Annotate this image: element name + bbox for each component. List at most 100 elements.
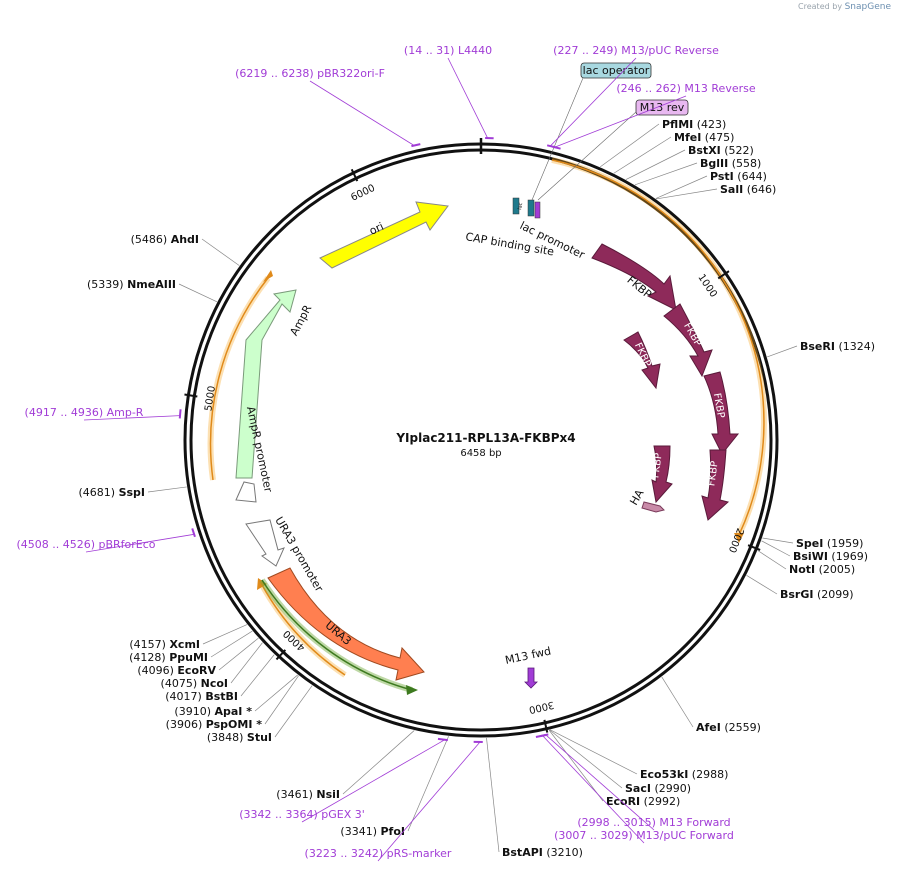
m13-rev-mark	[534, 201, 541, 219]
tick-label: 3000	[528, 699, 555, 715]
enzyme-leader	[762, 537, 794, 544]
enzyme-leader	[613, 136, 672, 174]
enzyme-label[interactable]: BseRI (1324)	[800, 340, 875, 353]
enzyme-label[interactable]: (3910) ApaI *	[174, 705, 252, 718]
tick-label: 5000	[203, 385, 218, 412]
tick-mark	[275, 649, 287, 661]
fkbp-arrow-6[interactable]	[651, 445, 673, 504]
lac-operator-box-label: lac operator	[583, 64, 650, 77]
enzyme-leader	[178, 283, 218, 303]
snapgene-logo-text: SnapGene	[844, 2, 891, 12]
enzyme-label[interactable]: SpeI (1959)	[796, 537, 863, 550]
tick-mark	[543, 719, 549, 733]
enzyme-leader	[407, 736, 449, 832]
fkbp-text-5: FKBP	[632, 341, 653, 368]
ampr-promoter-arrow[interactable]	[235, 481, 257, 503]
enzyme-leader	[201, 238, 240, 266]
lac-promoter-mark-text: lac	[517, 202, 524, 210]
m13-fwd-mark[interactable]	[524, 667, 538, 689]
primer-leader	[309, 80, 415, 146]
enzyme-labels: PflMI (423)MfeI (475)BstXI (522)BglII (5…	[78, 118, 875, 859]
enzyme-leader	[656, 188, 718, 200]
enzyme-label[interactable]: SalI (646)	[720, 183, 776, 196]
ura3-promoter-arrow[interactable]	[245, 519, 285, 567]
ori-arrow[interactable]	[319, 201, 449, 269]
enzyme-label[interactable]: BstAPI (3210)	[502, 846, 583, 859]
enzyme-label[interactable]: (3341) PfoI	[340, 825, 405, 838]
fkbp-arrow-3[interactable]	[703, 371, 740, 455]
enzyme-label[interactable]: SacI (2990)	[625, 782, 691, 795]
insert-arc	[551, 159, 765, 536]
primer-mark	[552, 145, 561, 150]
enzyme-label[interactable]: (4075) NcoI	[161, 677, 228, 690]
lac-operator-mark	[527, 199, 535, 217]
primer-label[interactable]: (4917 .. 4936) Amp-R	[25, 406, 144, 419]
primer-label[interactable]: (3223 .. 3242) pRS-marker	[305, 847, 452, 860]
enzyme-label[interactable]: (5339) NmeAIII	[87, 278, 176, 291]
primer-label[interactable]: (14 .. 31) L4440	[404, 44, 492, 57]
enzyme-label[interactable]: (3461) NsiI	[276, 788, 340, 801]
enzyme-label[interactable]: (5486) AhdI	[131, 233, 199, 246]
fkbp-text-3: FKBP	[711, 392, 726, 419]
enzyme-leader	[746, 575, 778, 595]
enzyme-leader	[342, 730, 415, 795]
primer-label[interactable]: (2998 .. 3015) M13 Forward	[577, 816, 730, 829]
fkbp-arrow-5[interactable]	[623, 331, 661, 390]
enzyme-leader	[210, 630, 253, 658]
enzyme-label[interactable]: EcoRI (2992)	[606, 795, 680, 808]
enzyme-label[interactable]: (3848) StuI	[207, 731, 272, 744]
primer-mark	[191, 528, 196, 538]
enzyme-label[interactable]: (4096) EcoRV	[137, 664, 216, 677]
ampr-arrow[interactable]	[235, 289, 297, 479]
tick-label: 2000	[726, 526, 746, 554]
primer-label[interactable]: (246 .. 262) M13 Reverse	[616, 82, 755, 95]
fkbp-arrow-4[interactable]	[701, 449, 730, 521]
primer-labels: (14 .. 31) L4440 (6219 .. 6238) pBR322ori…	[16, 44, 756, 862]
ha-tag[interactable]	[641, 501, 665, 513]
m13-rev-box	[635, 99, 689, 116]
enzyme-leader	[230, 642, 263, 684]
primer-label[interactable]: (3007 .. 3029) M13/pUC Forward	[554, 829, 734, 842]
fkbp-text-6: FKBP	[650, 452, 664, 478]
enzyme-label[interactable]: (4681) SspI	[78, 486, 145, 499]
insert-arc-head	[734, 533, 744, 543]
ura3-arrow[interactable]	[267, 567, 425, 681]
enzyme-label[interactable]: BglII (558)	[700, 157, 761, 170]
enzyme-label[interactable]: PflMI (423)	[662, 118, 726, 131]
primer-label[interactable]: (227 .. 249) M13/pUC Reverse	[553, 44, 719, 57]
enzyme-label[interactable]: (4157) XcmI	[129, 638, 200, 651]
fkbp-arrow-1[interactable]	[591, 243, 677, 311]
enzyme-label[interactable]: NotI (2005)	[789, 563, 855, 576]
enzyme-label[interactable]: AfeI (2559)	[696, 721, 761, 734]
enzyme-label[interactable]: BsiWI (1969)	[793, 550, 868, 563]
tick-mark	[747, 544, 761, 551]
enzyme-label[interactable]: (4128) PpuMI	[129, 651, 208, 664]
enzyme-label[interactable]: MfeI (475)	[674, 131, 734, 144]
enzyme-label[interactable]: (4017) BstBI	[165, 690, 238, 703]
snapgene-watermark: Created by SnapGene	[798, 2, 891, 12]
primer-label[interactable]: (4508 .. 4526) pBRforEco	[16, 538, 155, 551]
tick-label: 6000	[349, 183, 377, 204]
enzyme-label[interactable]: Eco53kI (2988)	[640, 768, 728, 781]
enzyme-leader	[147, 486, 187, 493]
plasmid-name: YIplac211-RPL13A-FKBPx4	[395, 431, 575, 445]
primer-label[interactable]: (6219 .. 6238) pBR322ori-F	[235, 67, 385, 80]
enzyme-label[interactable]: BstXI (522)	[688, 144, 754, 157]
enzyme-leader	[486, 737, 500, 853]
enzyme-leader	[661, 676, 694, 728]
primer-leader	[550, 57, 637, 147]
primer-mark	[437, 737, 448, 742]
enzyme-label[interactable]: BsrGI (2099)	[780, 588, 854, 601]
enzyme-leader	[634, 162, 698, 186]
m13-fwd-label: M13 fwd	[504, 645, 552, 667]
primer-leader	[301, 739, 445, 823]
enzyme-label[interactable]: PstI (644)	[710, 170, 767, 183]
primer-mark	[535, 734, 546, 738]
green-arc-head	[406, 685, 418, 695]
fkbp-arrow-2[interactable]	[663, 303, 713, 378]
enzyme-leader	[274, 685, 313, 738]
enzyme-label[interactable]: (3906) PspOMI *	[166, 718, 263, 731]
primer-label[interactable]: (3342 .. 3364) pGEX 3'	[239, 808, 365, 821]
primer-leader	[447, 57, 488, 139]
